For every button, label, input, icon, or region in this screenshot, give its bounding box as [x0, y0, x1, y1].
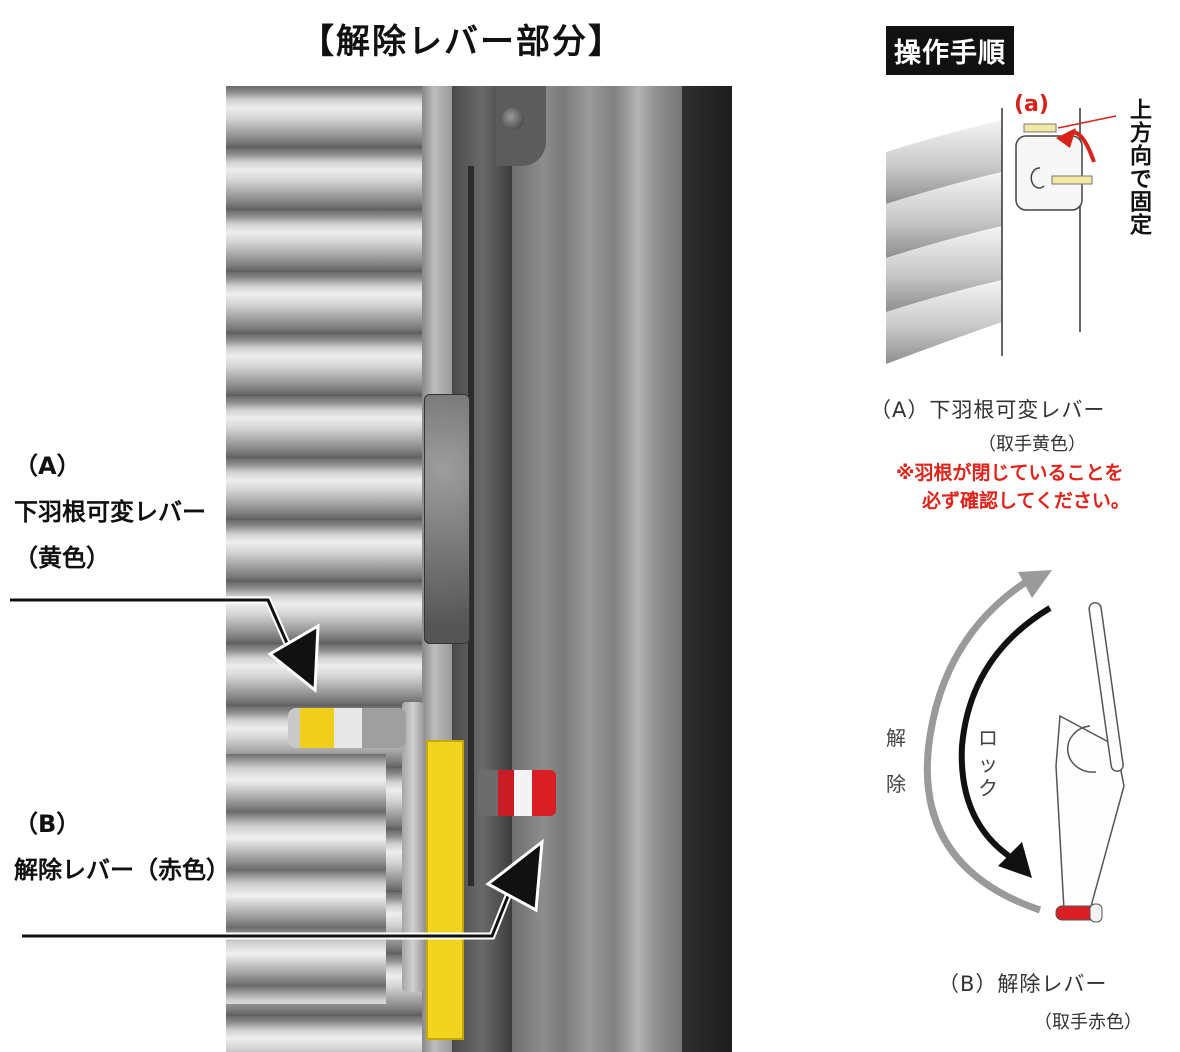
bracket-bolt — [502, 108, 524, 130]
lever-mount — [402, 702, 424, 992]
lower-slats — [226, 754, 386, 1004]
lock-char-1: ロ — [978, 726, 998, 750]
release-char-1: 解 — [886, 726, 906, 750]
arrow-b — [22, 838, 544, 940]
lever-plate — [424, 394, 470, 644]
operation-sticker — [426, 740, 464, 1040]
diagram-b — [923, 570, 1125, 923]
page-title: 【解除レバー部分】 — [300, 22, 624, 62]
lever-housing — [1015, 123, 1093, 211]
release-lever — [1055, 602, 1125, 923]
red-lever-knob — [478, 770, 556, 816]
diagram-a — [886, 108, 1117, 364]
arrow-a — [10, 596, 320, 694]
frame-post — [512, 86, 682, 1052]
lock-char-3: ク — [978, 776, 998, 800]
a-sub: （取手黄色） — [978, 434, 1086, 455]
lock-char-2: ッ — [978, 752, 998, 776]
a-marker: (a) — [1014, 92, 1049, 117]
b-caption: （B）解除レバー — [938, 972, 1108, 996]
label-b-name: 解除レバー（赤色） — [14, 856, 230, 884]
label-b-paren: （B） — [14, 810, 81, 838]
link-rod — [468, 166, 474, 886]
release-arrow — [923, 570, 1052, 914]
yellow-lever-knob — [288, 708, 406, 748]
a-caption: （A）下羽根可変レバー — [870, 398, 1106, 422]
label-a-paren: （A） — [14, 452, 81, 480]
release-char-2: 除 — [886, 772, 906, 796]
warning-line1: ※羽根が閉じていることを — [896, 462, 1124, 484]
shutter-photo — [226, 86, 732, 1052]
warning-line2: 必ず確認してください。 — [922, 490, 1130, 512]
label-a-color: （黄色） — [14, 544, 110, 572]
lock-arrow — [958, 605, 1052, 878]
label-a-name: 下羽根可変レバー — [14, 498, 206, 526]
diagram-slats — [886, 120, 1002, 364]
b-sub: （取手赤色） — [1034, 1012, 1142, 1033]
frame-shadow — [682, 86, 732, 1052]
fix-upward-text: 上方向で固定 — [1126, 98, 1151, 236]
steps-title: 操作手順 — [886, 26, 1014, 75]
